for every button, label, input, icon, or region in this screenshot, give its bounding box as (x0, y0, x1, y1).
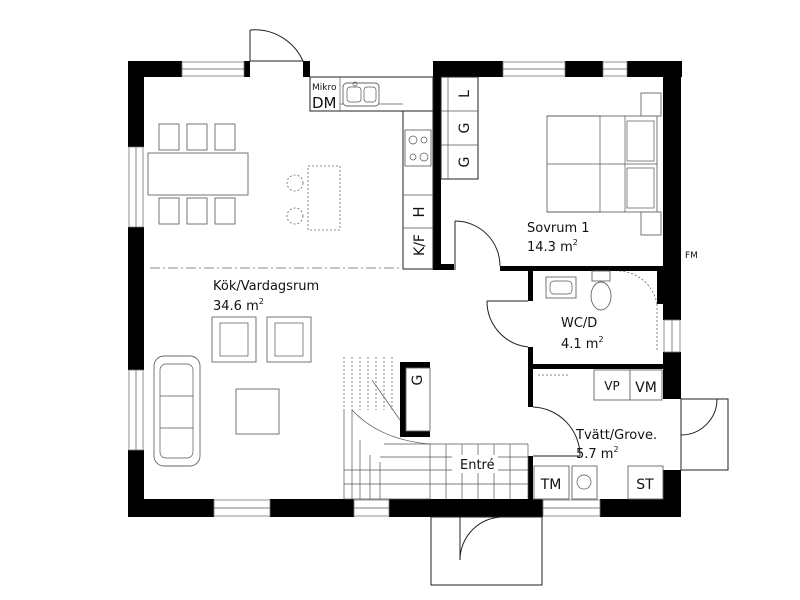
area-unit-sup: 2 (613, 445, 618, 454)
dm-label: DM (312, 94, 337, 112)
vp-label: VP (604, 379, 619, 393)
tm-label: TM (540, 477, 562, 493)
room-name-entry: Entré (460, 458, 495, 473)
room-name-bedroom: Sovrum 1 (527, 221, 590, 236)
wc-fixtures (545, 270, 612, 311)
kf-label: K/F (412, 234, 428, 256)
room-area-laundry: 5.7 m2 (576, 445, 619, 462)
room-area-bedroom: 14.3 m2 (527, 238, 578, 255)
room-name-wc: WC/D (561, 316, 597, 331)
bedroom-furniture (546, 92, 662, 236)
vm-label: VM (635, 380, 657, 396)
staircase: G (343, 357, 431, 500)
laundry-fixtures: VP VM TM ST (533, 369, 664, 500)
area-unit-sup: 2 (598, 335, 603, 344)
wardrobe-l-label: L (457, 90, 473, 98)
interior-walls (400, 77, 663, 499)
mikro-label: Mikro (312, 83, 337, 93)
kitchen: Mikro DM H K/F (309, 76, 434, 270)
area-unit-sup: 2 (573, 238, 578, 247)
exterior-doors (249, 29, 729, 586)
wardrobe-g1-label: G (457, 123, 473, 134)
h-label: H (410, 206, 428, 217)
room-name-kitchen-living: Kök/Vardagsrum (213, 279, 319, 294)
room-labels: Kök/Vardagsrum 34.6 m2 Sovrum 1 14.3 m2 … (213, 221, 657, 473)
area-unit-sup: 2 (259, 297, 264, 306)
windows (128, 61, 681, 517)
storage-g-label: G (410, 375, 426, 386)
entry-tiles (429, 443, 529, 499)
living-furniture (153, 316, 312, 467)
room-name-laundry: Tvätt/Grove. (575, 428, 657, 443)
interior-doors (454, 220, 658, 457)
room-area-kitchen-living: 34.6 m2 (213, 297, 264, 314)
st-label: ST (636, 477, 654, 493)
wardrobe-g2-label: G (457, 157, 473, 168)
fm-label: FM (685, 251, 698, 261)
wardrobes: L G G (440, 76, 479, 180)
dining-set (147, 123, 341, 231)
exterior-walls (128, 61, 682, 517)
room-area-wc: 4.1 m2 (561, 335, 604, 352)
